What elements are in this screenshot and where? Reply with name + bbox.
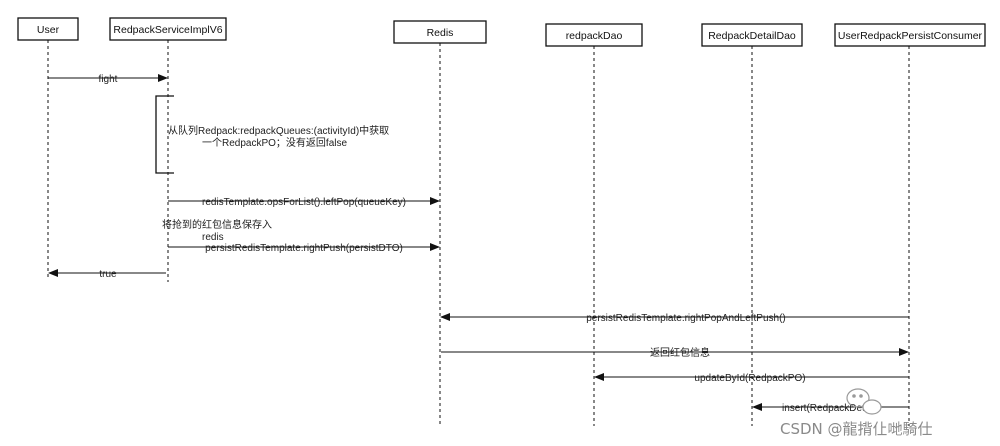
participant-label: User (37, 24, 60, 36)
message-label-insert: insert(RedpackDeta (782, 403, 871, 414)
note-queue-line1: 从队列Redpack:redpackQueues:(activityId)中获取 (168, 124, 389, 137)
message-label-update-by-id: updateById(RedpackPO) (694, 373, 805, 384)
wechat-icon (846, 388, 882, 415)
note-save-line2: redis (202, 232, 224, 243)
lifelines (47, 40, 910, 426)
participant-redis: Redis (393, 20, 487, 44)
participant-label: UserRedpackPersistConsumer (838, 30, 983, 42)
participant-consumer: UserRedpackPersistConsumer (834, 23, 986, 47)
note-queue-line2: 一个RedpackPO；没有返回false (202, 136, 347, 149)
participant-label: redpackDao (566, 30, 623, 42)
message-label-right-pop-left-push: persistRedisTemplate.rightPopAndLeftPush… (586, 313, 786, 324)
message-label-right-push: persistRedisTemplate.rightPush(persistDT… (205, 243, 403, 254)
participant-label: RedpackServiceImplV6 (113, 24, 222, 36)
watermark-text: CSDN @龍揹仩哋騎仕 (780, 420, 933, 438)
message-label-left-pop: redisTemplate.opsForList().leftPop(queue… (202, 197, 406, 208)
participant-dao: redpackDao (545, 23, 643, 47)
message-label-return-info: 返回红包信息 (650, 346, 710, 359)
participant-detail-dao: RedpackDetailDao (701, 23, 803, 47)
participant-user: User (17, 17, 79, 41)
participant-label: Redis (427, 27, 454, 39)
participant-service: RedpackServiceImplV6 (109, 17, 227, 41)
note-save-line1: 将抢到的红包信息保存入 (162, 218, 272, 231)
watermark: CSDN @龍揹仩哋騎仕 (780, 388, 933, 438)
participant-label: RedpackDetailDao (708, 30, 796, 42)
message-label-true: true (99, 269, 117, 280)
activation-bracket (155, 95, 174, 174)
message-label-fight: fight (99, 74, 118, 85)
